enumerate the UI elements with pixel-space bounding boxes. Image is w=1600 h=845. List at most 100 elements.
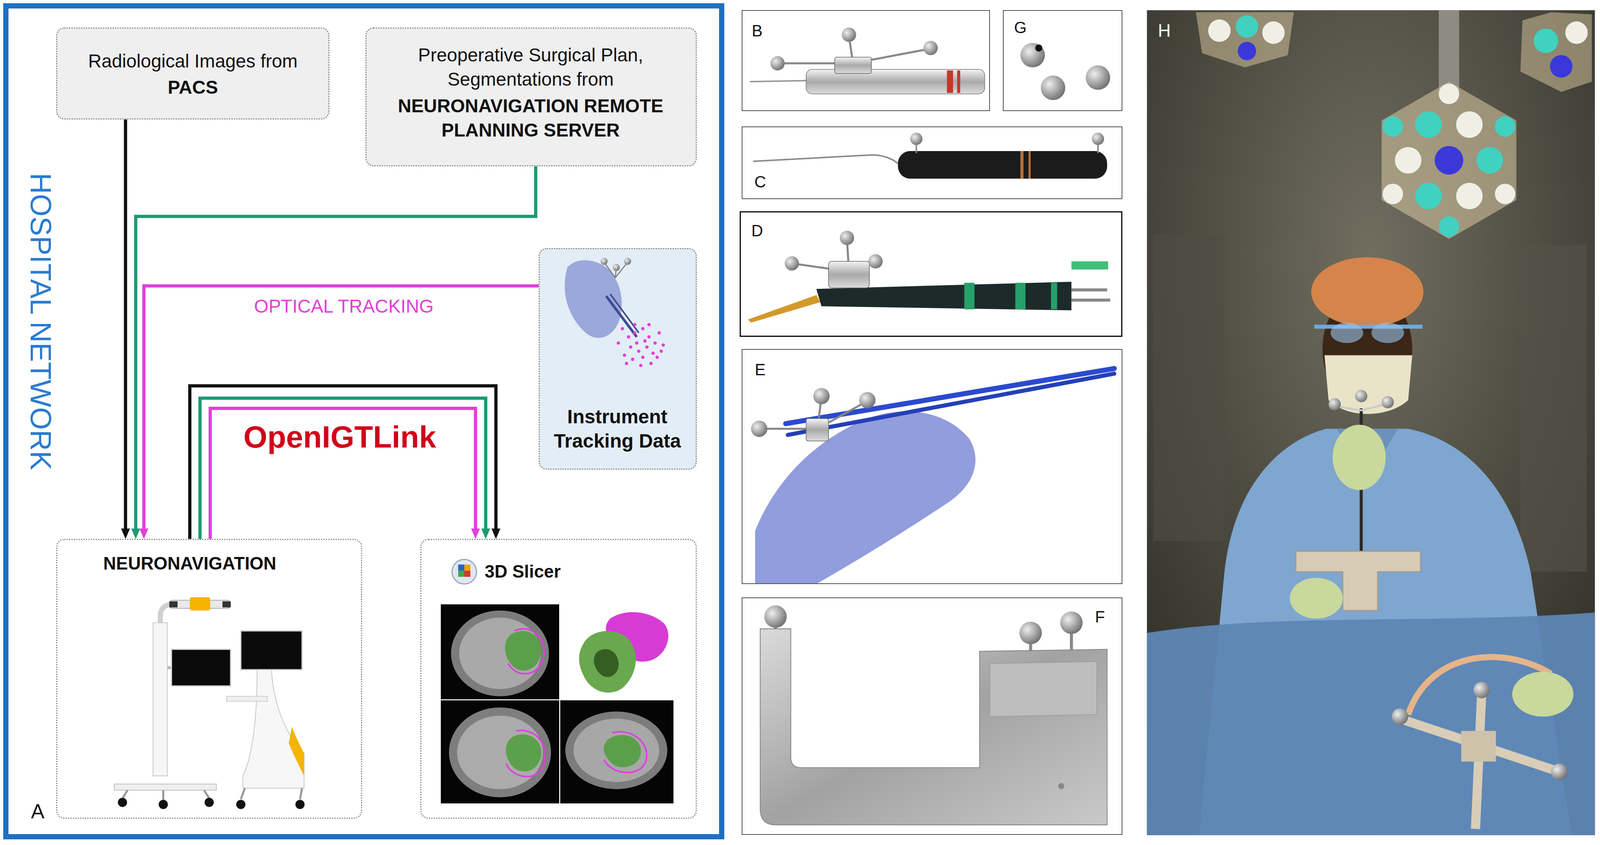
operating-room-photo xyxy=(1456,111,1483,138)
photo-panel: G xyxy=(1002,10,1123,112)
photo-panel: F xyxy=(741,597,1123,835)
probe-photo xyxy=(1020,150,1024,179)
panel-letter: G xyxy=(1014,17,1027,38)
reference-clamp-photo xyxy=(760,628,1108,825)
navigation-cart xyxy=(153,622,168,776)
probe-photo xyxy=(1028,150,1031,179)
marker-spheres xyxy=(1035,44,1043,52)
software-box: 3D Slicer xyxy=(420,538,697,819)
tracking-points xyxy=(647,322,651,327)
mri-views xyxy=(457,715,543,789)
mri-views xyxy=(573,718,659,782)
mri-views xyxy=(508,628,545,674)
marker-spheres xyxy=(1020,42,1045,68)
operating-room-photo xyxy=(1438,216,1460,237)
navigation-cart xyxy=(295,799,305,809)
operating-room-photo xyxy=(1330,322,1364,344)
aspirator-photo xyxy=(1050,282,1057,310)
navigation-cart xyxy=(114,783,217,790)
operating-room-photo xyxy=(1147,612,1596,835)
mri-views xyxy=(440,603,674,804)
panel-letter: B xyxy=(751,20,763,41)
tracking-points xyxy=(622,353,627,357)
mri-views xyxy=(593,648,619,677)
box-title: 3D Slicer xyxy=(484,560,561,583)
pointer-photo xyxy=(806,69,985,95)
tracking-illustration xyxy=(606,295,637,337)
mri-views xyxy=(505,733,542,772)
photo-panel: C xyxy=(741,126,1123,199)
navigation-cart xyxy=(162,789,165,800)
marker-spheres xyxy=(1085,65,1111,91)
mri-views xyxy=(559,603,674,699)
navigation-cart xyxy=(204,797,214,807)
mri-views xyxy=(440,603,560,699)
operating-room-photo xyxy=(1415,111,1443,138)
tracking-points xyxy=(643,339,647,343)
tracking-illustration xyxy=(610,293,639,333)
box-text: Radiological Images from xyxy=(88,50,298,73)
aspirator-photo xyxy=(1071,261,1109,270)
operating-room-photo xyxy=(1473,681,1490,698)
reference-clamp-photo xyxy=(1060,611,1083,634)
connector xyxy=(199,398,486,539)
aspirator-photo xyxy=(868,253,883,269)
operating-room-photo xyxy=(1391,708,1408,725)
operating-room-photo xyxy=(1549,54,1573,78)
panel-letter: D xyxy=(751,220,764,241)
source-box: Radiological Images fromPACS xyxy=(56,27,330,120)
operating-room-photo xyxy=(1520,245,1587,572)
pointer-photo xyxy=(750,27,985,94)
forceps-illustration xyxy=(859,392,876,409)
tracking-points xyxy=(641,355,645,359)
tracking-points xyxy=(657,331,661,335)
mri-views xyxy=(506,729,546,776)
reference-clamp-photo xyxy=(989,661,1097,717)
aspirator-photo xyxy=(1071,288,1108,292)
probe-photo xyxy=(1091,132,1104,145)
edge-label: OPTICAL TRACKING xyxy=(250,295,437,317)
operating-room-photo xyxy=(1456,182,1483,210)
navigation-cart xyxy=(169,601,178,608)
panel-letter: A xyxy=(31,798,45,824)
forceps-illustration xyxy=(785,368,1115,424)
navigation-cart xyxy=(204,789,210,798)
tracking-points xyxy=(655,355,659,359)
reference-clamp-photo xyxy=(760,605,1108,825)
edge-label: OpenIGTLink xyxy=(240,419,440,454)
tracking-points xyxy=(659,349,663,353)
tracking-illustration xyxy=(612,263,621,271)
tracking-illustration xyxy=(564,257,665,367)
operating-room-photo xyxy=(1207,19,1231,42)
operating-room-photo xyxy=(1551,763,1568,780)
connectors xyxy=(125,119,539,539)
operating-room-photo xyxy=(1332,424,1386,490)
operating-room-photo xyxy=(1311,257,1424,327)
operating-room-photo xyxy=(1328,398,1341,411)
operating-room-photo xyxy=(1382,183,1404,205)
operating-room-photo xyxy=(1237,41,1257,61)
operating-room-photo xyxy=(1461,730,1496,762)
slicer-logo xyxy=(452,559,477,584)
operating-room-photo xyxy=(1354,389,1368,402)
forceps-illustration xyxy=(750,420,768,437)
slicer-logo xyxy=(458,564,465,571)
mri-views xyxy=(565,711,668,789)
tracking-points xyxy=(647,335,651,339)
operating-room-photo xyxy=(1495,183,1516,205)
connector xyxy=(189,385,496,539)
tracking-points xyxy=(624,361,629,365)
box-fill xyxy=(365,27,697,167)
navigation-cart xyxy=(288,726,305,776)
operating-room-photo xyxy=(1438,10,1460,92)
photo-panel: B xyxy=(741,10,990,112)
navigation-cart xyxy=(240,630,302,670)
box-text: Preoperative Surgical Plan, Segmentation… xyxy=(371,43,690,92)
operating-room-photo xyxy=(1235,15,1259,38)
tracking-points xyxy=(631,357,635,361)
box-fill xyxy=(56,27,697,470)
mri-views xyxy=(560,700,674,804)
mri-views xyxy=(448,706,552,797)
box-title: PACS xyxy=(167,76,218,99)
panel-letter: F xyxy=(1094,606,1105,627)
